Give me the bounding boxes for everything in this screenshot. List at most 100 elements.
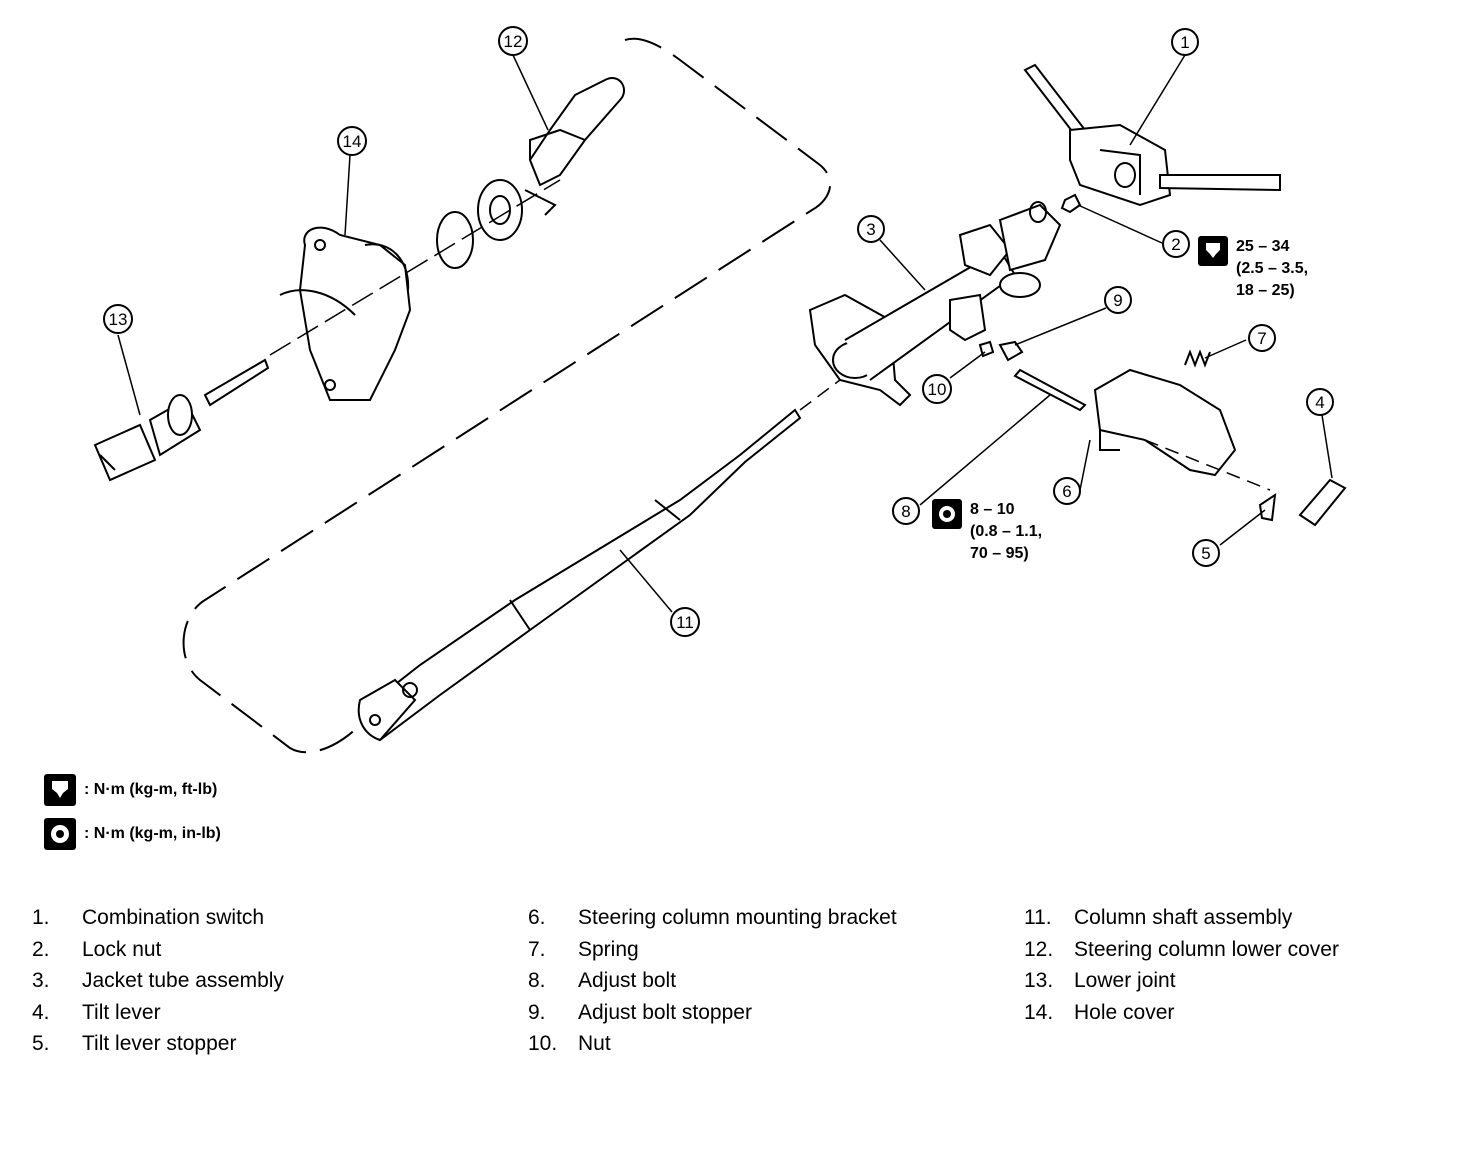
torque-bolt-icon xyxy=(44,818,76,850)
part-item: 10. Nut xyxy=(528,1028,897,1060)
parts-list-column-3: 11. Column shaft assembly 12. Steering col… xyxy=(1024,902,1339,1028)
lower-joint-part xyxy=(93,358,270,482)
column-shaft-part xyxy=(357,379,841,742)
bearing-part xyxy=(436,179,523,269)
part-name: Lock nut xyxy=(82,937,162,961)
adjust-bolt-part xyxy=(1013,368,1087,412)
tilt-lever-part xyxy=(1258,478,1347,527)
callout-group: 1 2 3 4 5 6 7 8 9 10 11 12 13 14 xyxy=(103,26,1334,637)
part-item: 4.Tilt lever xyxy=(32,997,284,1029)
callout-14: 14 xyxy=(337,126,367,156)
torque-bolt-icon xyxy=(932,499,962,529)
legend-ft-lb: : N·m (kg-m, ft-lb) xyxy=(44,774,217,806)
callout-5: 5 xyxy=(1192,539,1220,567)
part-name: Tilt lever xyxy=(82,1000,161,1024)
callout-3-label: 3 xyxy=(866,220,875,239)
part-name: Lower joint xyxy=(1074,969,1176,992)
spring-part xyxy=(1184,349,1211,368)
hole-cover-part xyxy=(279,226,412,401)
callout-10: 10 xyxy=(922,374,952,404)
part-number: 14. xyxy=(1024,1000,1054,1024)
part-name: Tilt lever stopper xyxy=(82,1032,237,1055)
callout-5-label: 5 xyxy=(1201,544,1210,563)
part-item: 11. Column shaft assembly xyxy=(1024,902,1339,934)
part-name: Adjust bolt stopper xyxy=(578,1000,752,1024)
callout-7: 7 xyxy=(1248,324,1276,352)
part-name: Hole cover xyxy=(1074,1000,1175,1024)
callout-2-label: 2 xyxy=(1171,235,1180,254)
part-item: 5. Tilt lever stopper xyxy=(32,1028,284,1060)
legend-ft-lb-text: : N·m (kg-m, ft-lb) xyxy=(84,781,218,798)
part-number: 5. xyxy=(32,1032,50,1055)
part-number: 12. xyxy=(1024,937,1054,961)
part-number: 10. xyxy=(528,1032,558,1055)
torque-wrench-icon xyxy=(44,774,76,806)
part-name: Adjust bolt xyxy=(578,969,677,992)
part-number: 3. xyxy=(32,969,50,992)
assembly-outline-dashed xyxy=(182,37,831,754)
callout-6-label: 6 xyxy=(1062,482,1071,501)
part-name: Combination switch xyxy=(82,906,265,929)
torque-bolt-line-1: 8 – 10 xyxy=(970,501,1015,518)
lock-nut-part xyxy=(1060,193,1082,214)
torque-wrench-icon xyxy=(1198,236,1228,266)
combination-switch-part xyxy=(1023,63,1281,207)
torque-bolt-line-3: 70 – 95) xyxy=(970,545,1029,562)
callout-14-label: 14 xyxy=(343,132,362,151)
part-item: 8. Adjust bolt xyxy=(528,965,897,997)
callout-4: 4 xyxy=(1306,388,1334,416)
callout-1-label: 1 xyxy=(1180,33,1189,52)
parts-list-column-1: 1. Combination switch 2. Lock nut 3. Jacket… xyxy=(32,902,284,1060)
part-number: 6. xyxy=(528,906,546,929)
callout-7-label: 7 xyxy=(1257,329,1266,348)
part-number: 8. xyxy=(528,969,546,992)
part-item: 6. Steering column mounting bracket xyxy=(528,902,897,934)
torque-nut-line-2: (2.5 – 3.5, xyxy=(1236,260,1309,277)
callout-1: 1 xyxy=(1171,28,1199,56)
torque-spec-adjust-bolt: 8 – 10 (0.8 – 1.1, 70 – 95) xyxy=(932,499,1042,565)
callout-12-label: 12 xyxy=(504,32,523,51)
part-number: 1. xyxy=(32,906,50,929)
part-item: 2. Lock nut xyxy=(32,934,284,966)
mounting-bracket-part xyxy=(1093,368,1271,491)
parts-list-column-2: 6. Steering column mounting bracket 7.Spr… xyxy=(528,902,897,1060)
part-name: Jacket tube assembly xyxy=(82,969,284,992)
callout-8: 8 xyxy=(892,497,920,525)
callout-13-label: 13 xyxy=(109,310,128,329)
part-item: 3. Jacket tube assembly xyxy=(32,965,284,997)
callout-8-label: 8 xyxy=(901,502,910,521)
callout-2: 2 xyxy=(1162,230,1190,258)
axis-centerline xyxy=(269,179,561,356)
torque-nut-line-3: 18 – 25) xyxy=(1236,282,1295,299)
part-item: 7.Spring xyxy=(528,934,897,966)
part-number: 11. xyxy=(1024,906,1052,929)
part-name: Steering column mounting bracket xyxy=(578,906,897,929)
part-number: 9. xyxy=(528,1000,546,1024)
jacket-tube-part xyxy=(808,201,1062,407)
callout-6: 6 xyxy=(1053,477,1081,505)
part-name: Nut xyxy=(578,1032,611,1055)
exploded-view-diagram: 1 2 3 4 5 6 7 8 9 10 11 12 13 14 xyxy=(93,26,1347,754)
callout-11-label: 11 xyxy=(676,613,694,632)
torque-nut-line-1: 25 – 34 xyxy=(1236,238,1290,255)
legend-in-lb-text: : N·m (kg-m, in-lb) xyxy=(84,825,221,842)
part-number: 7. xyxy=(528,937,546,961)
part-name: Steering column lower cover xyxy=(1074,937,1339,961)
part-item: 12. Steering column lower cover xyxy=(1024,934,1339,966)
part-number: 13. xyxy=(1024,969,1054,992)
part-item: 9. Adjust bolt stopper xyxy=(528,997,897,1029)
callout-3: 3 xyxy=(857,215,885,243)
callout-12: 12 xyxy=(498,26,528,56)
part-number: 2. xyxy=(32,937,50,961)
part-item: 13. Lower joint xyxy=(1024,965,1339,997)
part-item: 14. Hole cover xyxy=(1024,997,1339,1029)
callout-13: 13 xyxy=(103,304,133,334)
part-name: Column shaft assembly xyxy=(1074,906,1293,929)
torque-spec-lock-nut: 25 – 34 (2.5 – 3.5, 18 – 25) xyxy=(1198,236,1308,302)
part-item: 1. Combination switch xyxy=(32,902,284,934)
callout-11: 11 xyxy=(670,607,700,637)
callout-4-label: 4 xyxy=(1315,393,1324,412)
callout-10-label: 10 xyxy=(928,380,947,399)
lower-cover-part xyxy=(524,77,625,216)
leader-lines xyxy=(117,54,1333,613)
